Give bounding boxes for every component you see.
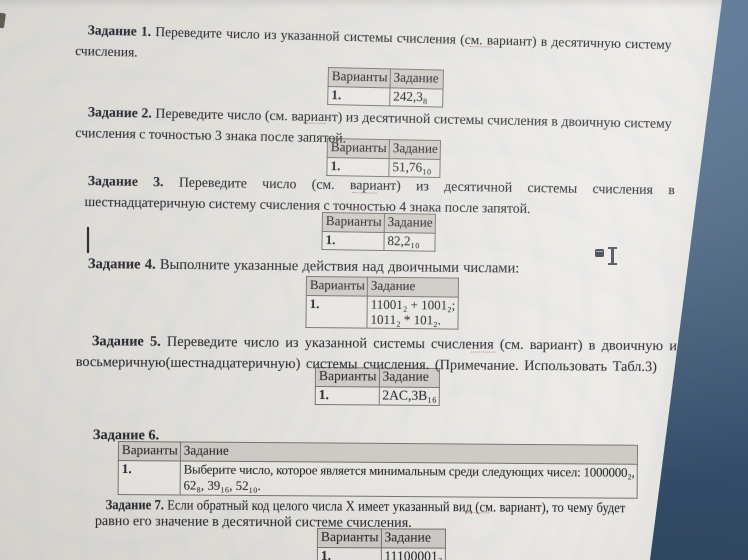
task-7-col-task: Задание — [380, 528, 446, 549]
task-5-value: 2AC,3B₁₆ — [378, 387, 440, 406]
task-4-line-1: Выполните указанные действия над двоичны… — [159, 256, 520, 277]
task-2-variant: 1. — [326, 157, 390, 177]
task-2-label: Задание 2. — [87, 104, 152, 121]
task-4-label: Задание 4. — [87, 255, 156, 273]
task-1-value: 242,3₈ — [389, 87, 443, 108]
task-1-paragraph: Задание 1. Переведите число из указанной… — [75, 19, 672, 76]
paper-top-edge — [0, 0, 748, 9]
task-7-variant: 1. — [317, 547, 381, 560]
task-1-col-task: Задание — [389, 68, 444, 90]
spellcheck-squiggle — [303, 122, 326, 125]
i-beam-pointer-icon — [607, 247, 618, 265]
spellcheck-squiggle — [470, 350, 496, 353]
task-4-paragraph: Задание 4. Выполните указанные действия … — [88, 254, 628, 281]
task-6-variant: 1. — [118, 460, 181, 495]
task-5-paragraph: Задание 5. Переведите число из указанной… — [76, 331, 677, 377]
task-6-value-2: 62₈, 39₁₆, 52₁₀. — [183, 478, 261, 494]
task-2-paragraph: Задание 2. Переведите число (см. вариант… — [75, 101, 672, 155]
task-4-variant: 1. — [305, 295, 368, 329]
task-5-line-1: Переведите число из указанной системы сч… — [166, 333, 677, 355]
task-1-label: Задание 1. — [87, 22, 152, 39]
task-1-variant: 1. — [327, 86, 390, 106]
task-3-paragraph: Задание 3. Переведите число (см. вариант… — [84, 171, 675, 221]
spellcheck-squiggle — [352, 191, 377, 194]
task-5-variant: 1. — [315, 386, 379, 406]
spellcheck-squiggle — [469, 45, 492, 48]
task-3-value: 82,2₁₀ — [383, 232, 436, 252]
task-7-col-variants: Варианты — [317, 528, 382, 548]
task-6-paragraph: Задание 6. — [93, 425, 393, 448]
task-3-label: Задание 3. — [87, 173, 164, 190]
task-4-value-1: 11001₂ + 1001₂; — [370, 296, 456, 313]
cursor-artifact — [595, 249, 604, 257]
task-4-col-task: Задание — [367, 277, 459, 298]
text-caret — [87, 227, 90, 253]
task-1-col-variants: Варианты — [328, 67, 391, 88]
task-4-value-2: 1011₂ * 101₂. — [370, 311, 442, 328]
task-5-label: Задание 5. — [91, 333, 161, 350]
task-7-label: Задание 7. — [105, 497, 164, 514]
spellcheck-squiggle — [466, 512, 490, 514]
task-4-col-variants: Варианты — [306, 276, 368, 297]
task-7-value: 11100001₂ — [380, 547, 446, 560]
task-7-line-2: равно его значение в десятичной системе … — [94, 512, 412, 531]
task-3-variant: 1. — [321, 231, 385, 251]
task-6-label: Задание 6. — [92, 426, 160, 444]
task-7-paragraph: Задание 7. Если обратный код целого числ… — [95, 497, 691, 533]
task-5-line-2: восьмеричную(шестнадцатеричную) системы … — [75, 353, 658, 375]
dark-corner-artifact — [0, 12, 7, 29]
task-2-value: 51,76₁₀ — [388, 158, 441, 178]
